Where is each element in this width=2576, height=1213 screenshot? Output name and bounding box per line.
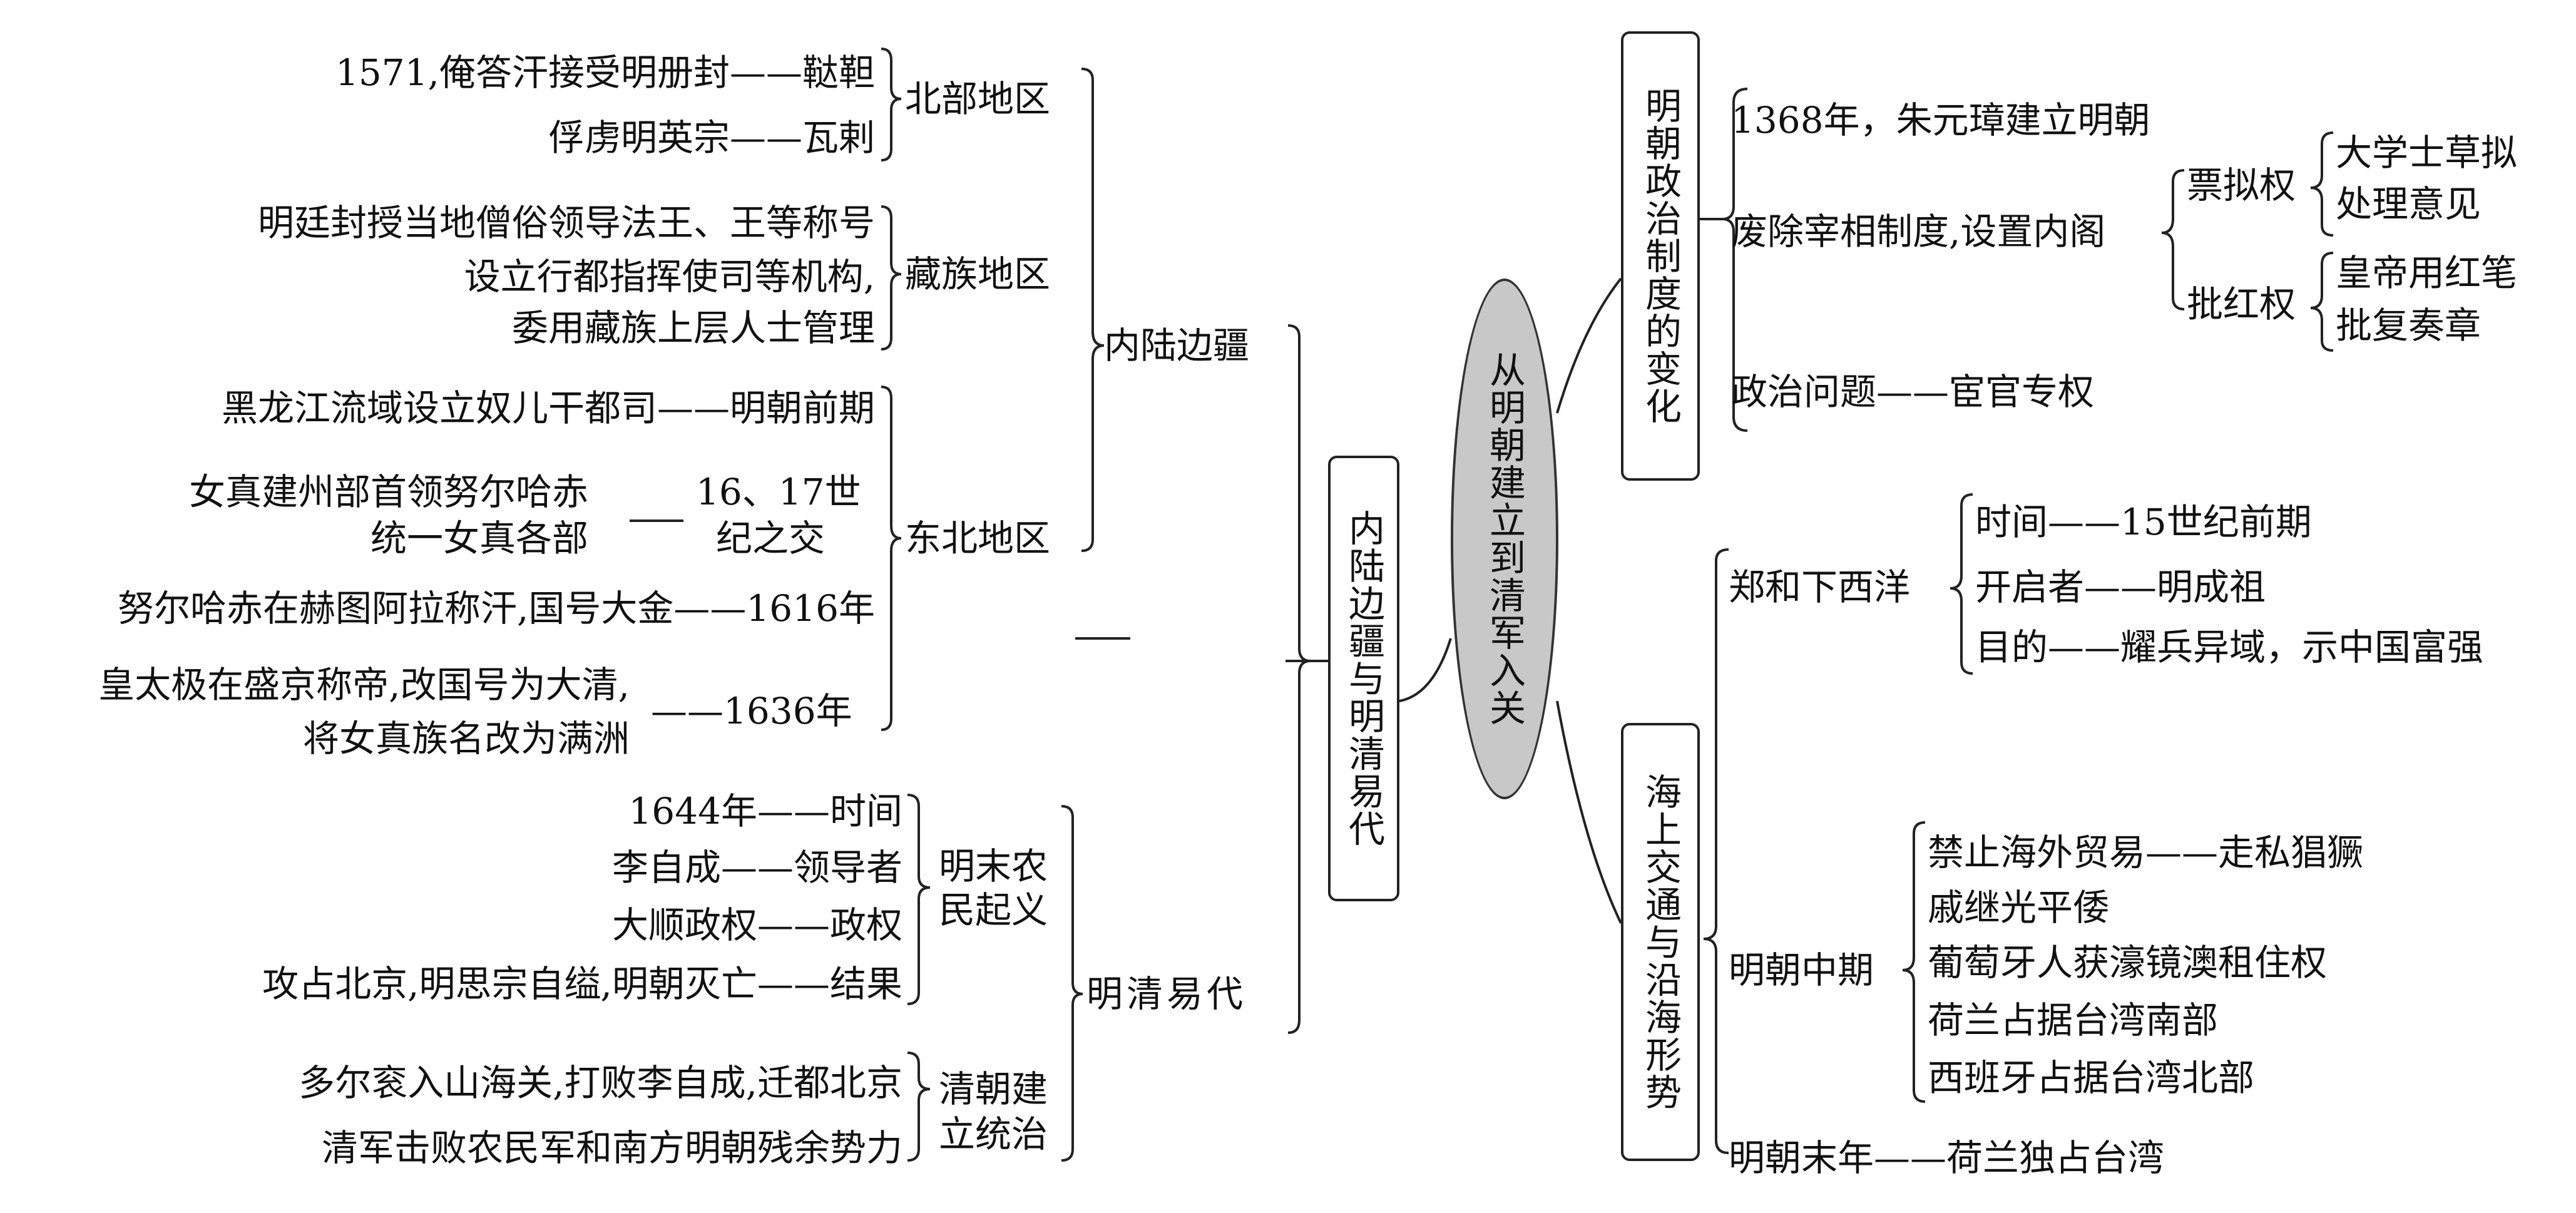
inland-frontier-label: 内陆边疆 <box>1104 324 1250 367</box>
mid-item-3: 葡萄牙人获濠镜澳租住权 <box>1928 941 2328 984</box>
uprising-label-b: 民起义 <box>939 889 1048 931</box>
politics-item-3: 政治问题——宦官专权 <box>1731 371 2095 413</box>
mid-item-5: 西班牙占据台湾北部 <box>1928 1057 2255 1099</box>
northeast-item-4b: 将女真族名改为满洲 <box>302 717 630 760</box>
politics-item-2: 废除宰相制度,设置内阁 <box>1731 210 2106 253</box>
northeast-item-4a: 皇太极在盛京称帝,改国号为大清, <box>98 663 630 706</box>
piaoni-item-2: 处理意见 <box>2336 183 2481 225</box>
northeast-item-2-time-a: 16、17世 <box>696 471 861 513</box>
north-item-2: 俘虏明英宗——瓦剌 <box>548 116 875 159</box>
politics-box: 明朝政治制度的变化 <box>1621 31 1700 481</box>
zhenghe-item-2: 开启者——明成祖 <box>1975 566 2266 608</box>
pihong-item-1: 皇帝用红笔 <box>2336 252 2518 294</box>
uprising-item-3: 大顺政权——政权 <box>611 904 902 946</box>
pihong-item-2: 批复奏章 <box>2336 304 2481 347</box>
politics-label: 明朝政治制度的变化 <box>1639 87 1682 425</box>
uprising-item-1: 1644年——时间 <box>628 790 902 832</box>
brace-northeast <box>881 386 902 731</box>
brace-north <box>881 48 902 161</box>
qing-item-1: 多尔衮入山海关,打败李自成,迁都北京 <box>299 1062 902 1104</box>
mid-item-2: 戚继光平倭 <box>1928 886 2110 929</box>
northeast-item-2-time-b: 纪之交 <box>716 517 825 560</box>
uprising-label-a: 明末农 <box>939 845 1048 888</box>
politics-item-1: 1368年，朱元璋建立明朝 <box>1731 99 2150 141</box>
left-main-label: 内陆边疆与明清易代 <box>1342 509 1385 847</box>
brace-mid <box>1902 821 1926 1103</box>
piaoni-item-1: 大学士草拟 <box>2336 131 2518 174</box>
northeast-item-2b: 统一女真各部 <box>370 517 588 560</box>
brace-left-main <box>1287 324 1311 1034</box>
north-label: 北部地区 <box>905 78 1051 120</box>
brace-uprising <box>907 794 931 1005</box>
northeast-label: 东北地区 <box>905 517 1051 560</box>
left-main-box: 内陆边疆与明清易代 <box>1328 456 1399 901</box>
uprising-item-4: 攻占北京,明思宗自缢,明朝灭亡——结果 <box>262 963 902 1005</box>
uprising-item-2: 李自成——领导者 <box>611 846 902 889</box>
brace-maritime <box>1703 548 1729 1154</box>
brace-mingqing <box>1061 805 1083 1162</box>
late-ming-item: 明朝末年——荷兰独占台湾 <box>1729 1137 2165 1179</box>
qing-label-a: 清朝建 <box>939 1068 1048 1110</box>
north-item-1: 1571,俺答汗接受明册封——鞑靼 <box>335 51 875 94</box>
tibet-item-1: 明廷封授当地僧俗领导法王、王等称号 <box>257 202 875 244</box>
qing-item-2: 清军击败农民军和南方明朝残余势力 <box>321 1127 902 1169</box>
mid-ming-label: 明朝中期 <box>1729 949 1874 991</box>
qing-label-b: 立统治 <box>939 1113 1048 1155</box>
brace-quan <box>2161 169 2185 310</box>
tibet-item-3: 委用藏族上层人士管理 <box>511 307 875 349</box>
maritime-box: 海上交通与沿海形势 <box>1621 723 1700 1161</box>
zhenghe-label: 郑和下西洋 <box>1729 566 1911 608</box>
northeast-item-2a: 女真建州部首领努尔哈赤 <box>188 471 588 513</box>
piaoni-label: 票拟权 <box>2187 164 2296 207</box>
brace-inland <box>1081 68 1105 552</box>
tibet-item-2: 设立行都指挥使司等机构, <box>464 255 875 298</box>
zhenghe-item-3: 目的——耀兵异域，示中国富强 <box>1975 626 2484 668</box>
center-topic-node: 从明朝建立到清军入关 <box>1451 279 1558 799</box>
brace-piaoni <box>2310 131 2334 237</box>
brace-pihong <box>2310 252 2334 352</box>
ming-qing-label: 明清易代 <box>1086 973 1247 1015</box>
northeast-item-3: 努尔哈赤在赫图阿拉称汗,国号大金——1616年 <box>117 587 875 630</box>
brace-qing <box>907 1052 931 1162</box>
mid-item-1: 禁止海外贸易——走私猖獗 <box>1928 831 2364 874</box>
northeast-item-4-time: ——1636年 <box>651 690 852 732</box>
zhenghe-item-1: 时间——15世纪前期 <box>1975 501 2312 543</box>
northeast-item-1: 黑龙江流域设立奴儿干都司——明朝前期 <box>221 387 875 429</box>
maritime-label: 海上交通与沿海形势 <box>1639 773 1682 1111</box>
brace-zhenghe <box>1950 493 1973 675</box>
brace-tibet <box>881 205 902 351</box>
center-topic: 从明朝建立到清军入关 <box>1483 351 1526 727</box>
tibet-label: 藏族地区 <box>905 253 1051 295</box>
mid-item-4: 荷兰占据台湾南部 <box>1928 999 2219 1042</box>
pihong-label: 批红权 <box>2187 283 2296 325</box>
